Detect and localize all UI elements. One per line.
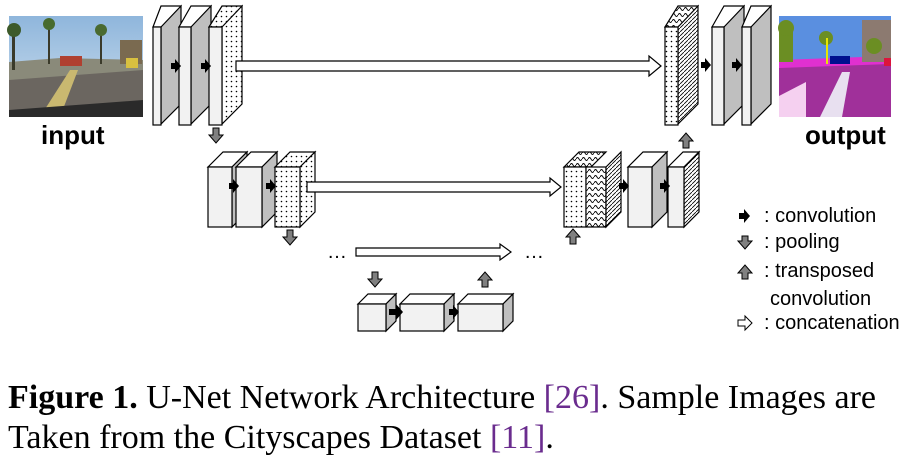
legend-transposed-convolution-line2: convolution [770,288,871,310]
caption-text-1: U-Net Network Architecture [137,379,544,416]
ellipsis-left: … [327,241,347,263]
bottleneck-block-1 [356,292,398,333]
pool-arrow [366,271,384,288]
ellipsis-right: … [524,241,544,263]
dec2-block-2 [626,150,669,229]
conv-arrow [201,59,211,73]
transposed-conv-arrow [476,271,494,288]
concat-arrow [355,242,513,262]
pool-arrow [207,127,225,144]
enc2-block-2 [234,150,279,229]
legend-concatenation-icon [737,314,753,332]
figure-number: Figure 1. [8,379,138,416]
legend-convolution-icon [739,209,750,223]
figure-caption: Figure 1. U-Net Network Architecture [26… [8,378,920,458]
dec1-block-3 [741,4,772,126]
legend-pooling-label: : pooling [764,231,840,253]
transposed-conv-arrow [677,132,695,149]
conv-arrow [732,58,742,72]
input-image [7,16,143,117]
transposed-conv-arrow [564,228,582,245]
legend-convolution-label: : convolution [764,205,877,227]
dec2-block-3 [666,150,701,229]
enc2-block-3 [273,150,317,229]
conv-arrow [266,179,276,193]
conv-arrow [171,59,181,73]
bottleneck-block-2 [398,292,456,333]
legend-pooling: : pooling [738,231,840,253]
dec2-block-1 [562,150,622,229]
conv-arrow [619,179,629,193]
enc1-block-3 [207,4,244,126]
legend-transposed-label: : transposed [764,260,875,282]
caption-text-2: . Sample Images are Taken from the Citys… [8,379,876,456]
citation-link-26[interactable]: [26] [543,379,601,416]
input-label: input [41,120,105,150]
citation-link-11[interactable]: [11] [489,419,546,456]
conv-arrow [449,305,459,319]
conv-arrow [701,58,711,72]
dec1-block-1 [663,4,700,126]
legend-transposed-conv-icon [736,264,754,280]
pool-arrow [281,229,299,246]
concat-arrow [235,54,662,78]
concat-arrow [306,176,562,198]
legend-pooling-icon [736,235,754,250]
legend-transposed-label-2: convolution [770,288,872,310]
output-label: output [805,120,886,150]
conv-arrow [660,179,670,193]
legend-concatenation-label: : concatenation [764,312,900,334]
conv-arrow [229,179,239,193]
caption-text-3: . [545,419,554,456]
output-image [778,16,891,117]
legend-convolution: : convolution [738,205,876,227]
legend-concatenation: : concatenation [738,312,900,334]
conv-arrow [389,304,403,320]
legend-transposed-convolution: : transposed [738,260,874,282]
bottleneck-block-3 [456,292,515,333]
unet-diagram: … … [7,4,891,333]
